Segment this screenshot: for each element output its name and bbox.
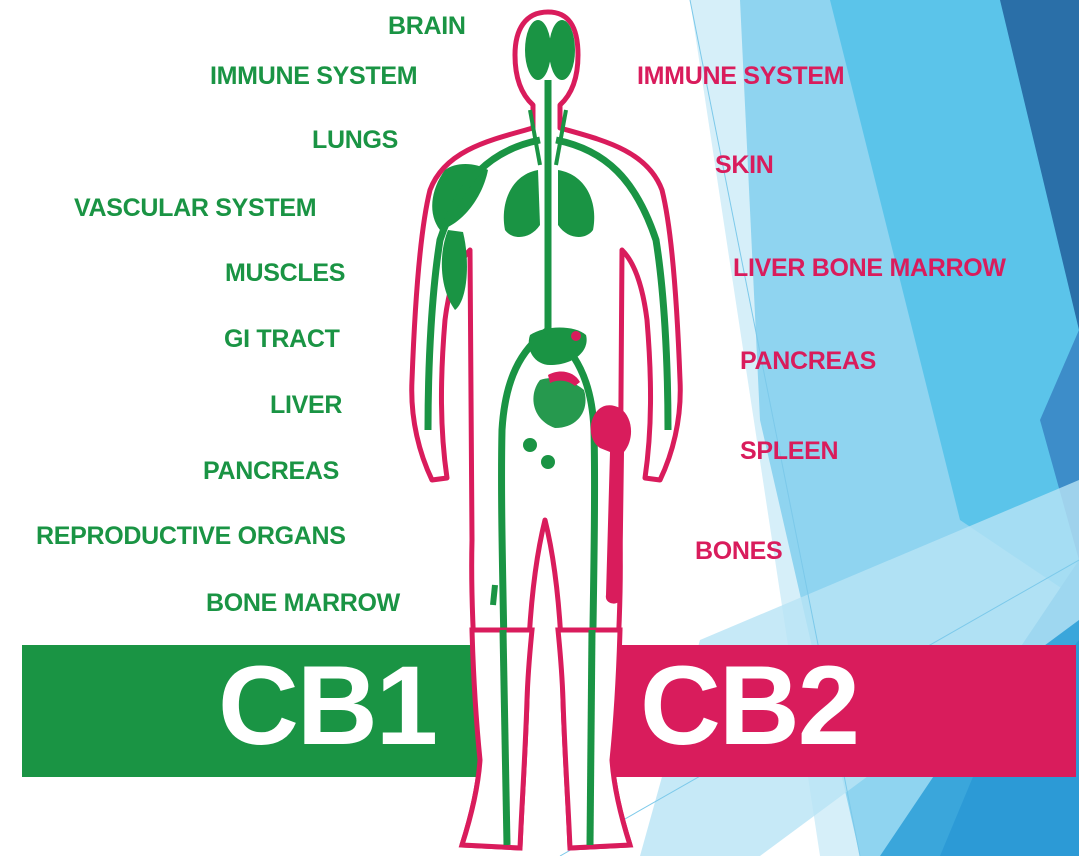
cb2-title: CB2 xyxy=(640,650,858,762)
cb2-organ-label: PANCREAS xyxy=(740,349,876,374)
cb2-organ-label: BONES xyxy=(695,539,782,564)
cb2-organ-label: SPLEEN xyxy=(740,439,838,464)
cb1-organ-label: LUNGS xyxy=(312,128,398,153)
cb2-organ-label: IMMUNE SYSTEM xyxy=(637,64,844,89)
cb1-organ-label: IMMUNE SYSTEM xyxy=(210,64,417,89)
cb2-organ-label: LIVER BONE MARROW xyxy=(733,256,1006,281)
cb1-organ-label: LIVER xyxy=(270,393,342,418)
cb2-organ-label: SKIN xyxy=(715,153,774,178)
cb1-organ-label: PANCREAS xyxy=(203,459,339,484)
cb1-organ-label: BRAIN xyxy=(388,14,466,39)
cb1-organ-label: GI TRACT xyxy=(224,327,340,352)
cb1-organ-label: REPRODUCTIVE ORGANS xyxy=(36,524,346,549)
cb1-organ-label: VASCULAR SYSTEM xyxy=(74,196,316,221)
cb1-organ-label: MUSCLES xyxy=(225,261,345,286)
cb1-title: CB1 xyxy=(218,650,436,762)
cb1-organ-label: BONE MARROW xyxy=(206,591,400,616)
